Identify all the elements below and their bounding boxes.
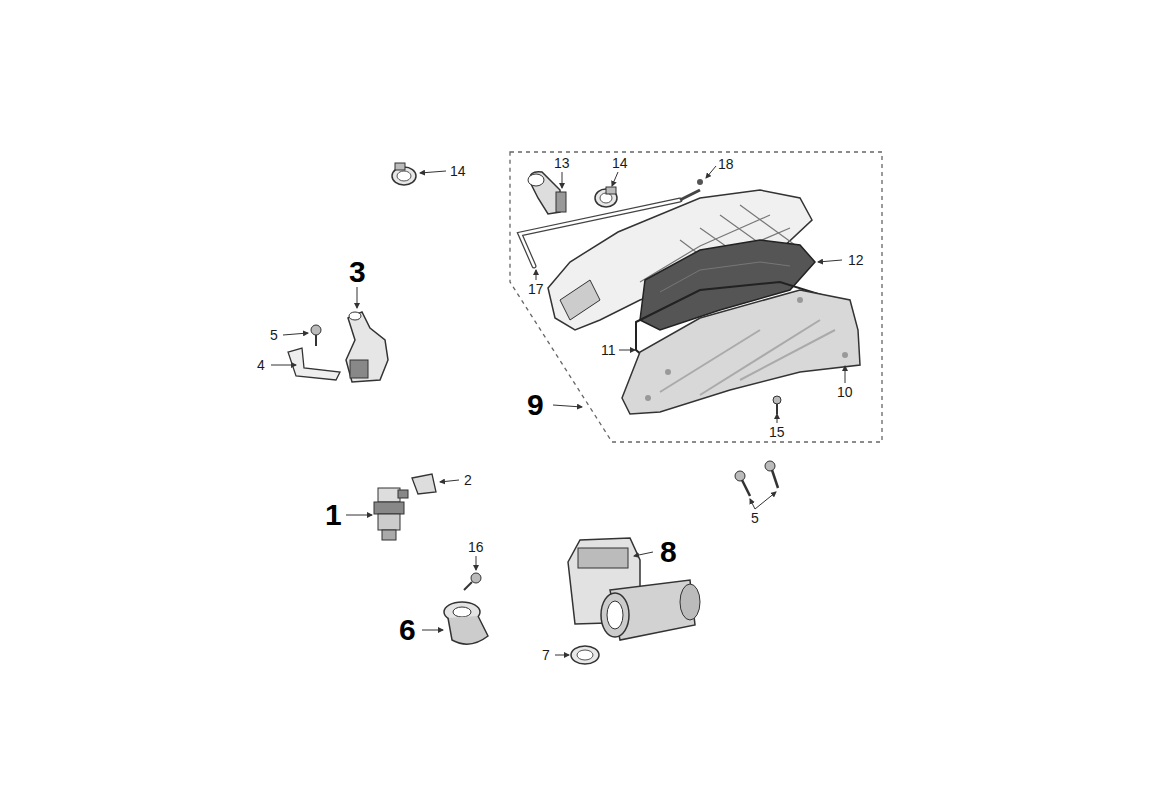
part-number: 3 <box>349 257 366 287</box>
hose-clamp <box>595 187 617 207</box>
screw <box>311 325 321 346</box>
screw <box>773 396 781 414</box>
injector <box>374 488 408 540</box>
part-number: 8 <box>660 537 677 567</box>
callout-number: 5 <box>270 328 278 342</box>
callout-number: 14 <box>450 164 466 178</box>
callout-number: 14 <box>612 156 628 170</box>
part-number: 6 <box>399 615 416 645</box>
bracket <box>288 348 340 380</box>
elbow-hose <box>528 172 566 214</box>
callout-number: 16 <box>468 540 484 554</box>
hose-clamp <box>571 646 599 664</box>
callout-number: 4 <box>257 358 265 372</box>
throttle-body <box>568 538 700 640</box>
small-plug <box>697 179 703 185</box>
hose-clamp <box>392 163 416 185</box>
part-number: 1 <box>325 500 342 530</box>
callout-number: 2 <box>464 473 472 487</box>
callout-number: 17 <box>528 282 544 296</box>
screw <box>464 573 481 590</box>
callout-number: 15 <box>769 425 785 439</box>
sensor <box>346 312 388 382</box>
callout-number: 10 <box>837 385 853 399</box>
part-number: 9 <box>527 390 544 420</box>
leader-lines <box>271 166 845 655</box>
callout-number: 12 <box>848 253 864 267</box>
callout-number: 11 <box>601 343 616 357</box>
group-outline <box>510 152 882 442</box>
callout-number: 7 <box>542 648 550 662</box>
callout-number: 5 <box>751 511 759 525</box>
screw <box>735 461 778 496</box>
intake-manifold <box>444 602 488 644</box>
clip <box>412 474 436 494</box>
callout-number: 18 <box>718 157 734 171</box>
callout-number: 13 <box>554 156 570 170</box>
air-box-cover <box>622 290 860 414</box>
